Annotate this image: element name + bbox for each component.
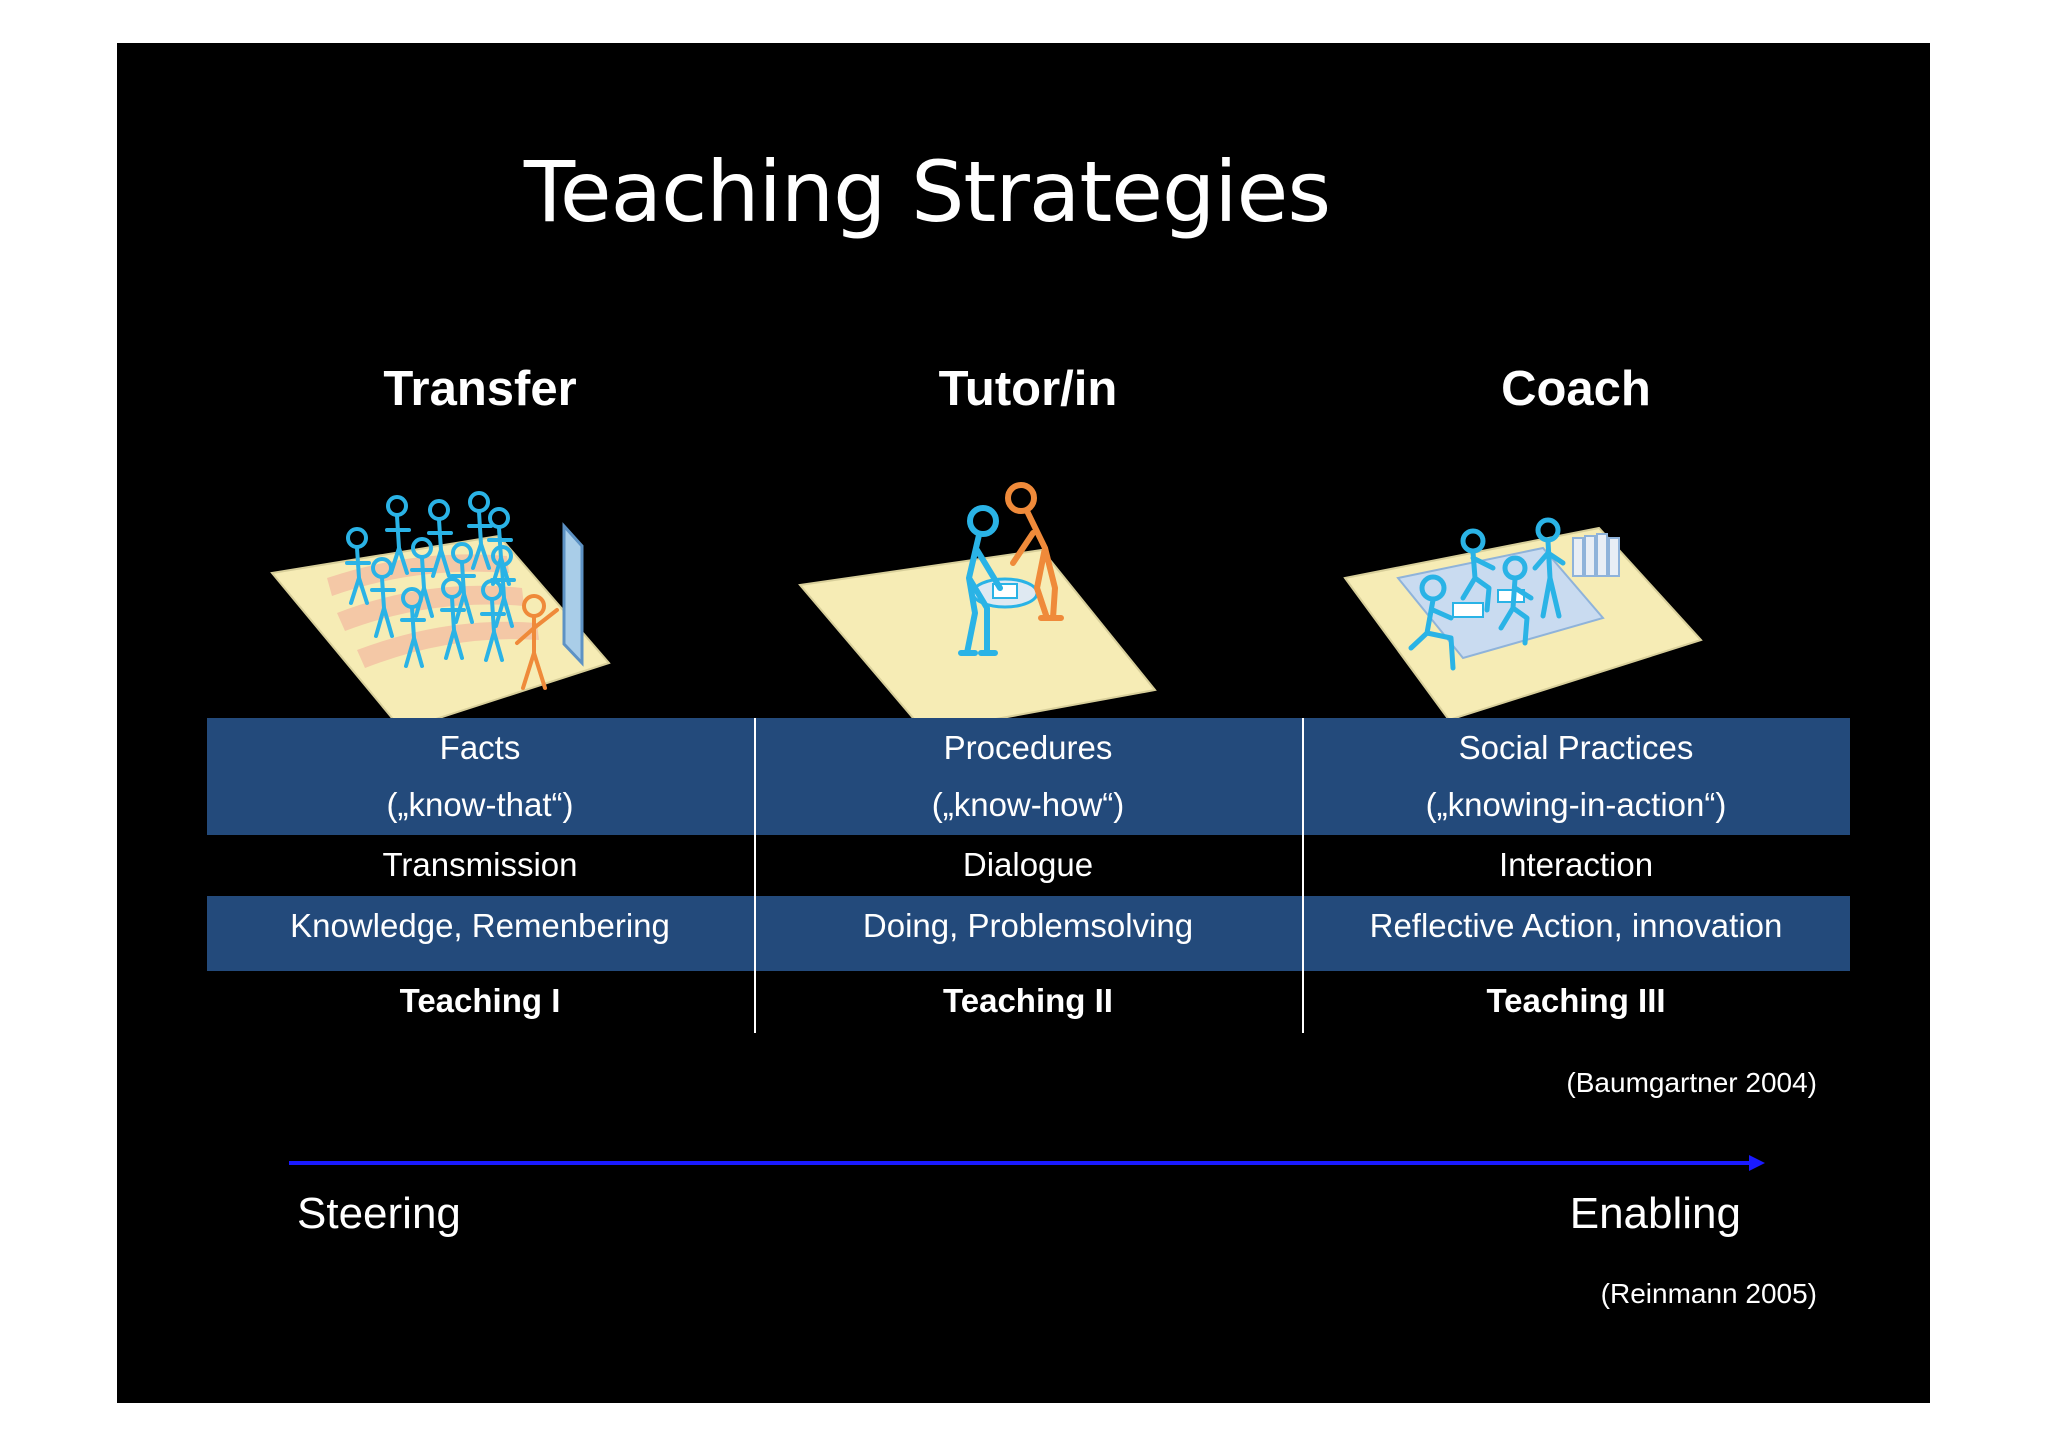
mode-tutor: Dialogue: [962, 846, 1094, 883]
knowledge-type-tutor: Procedures: [943, 729, 1113, 766]
knowledge-type-coach: Social Practices: [1458, 729, 1694, 766]
activity-coach: Reflective Action, innovation: [1369, 907, 1783, 944]
column-heading-transfer: Transfer: [383, 362, 577, 416]
knowledge-type-transfer: Facts: [439, 729, 521, 766]
knowledge-type-sub-transfer: („know-that“): [386, 786, 574, 823]
axis-end-label: Enabling: [1569, 1189, 1741, 1238]
knowledge-type-sub-tutor: („know-how“): [931, 786, 1125, 823]
column-divider: [754, 718, 756, 1033]
activity-tutor: Doing, Problemsolving: [862, 907, 1194, 944]
transfer-classroom-illustration: [270, 491, 611, 732]
level-coach: Teaching III: [1486, 982, 1666, 1019]
level-tutor: Teaching II: [943, 982, 1113, 1019]
steering-enabling-axis-arrow: [289, 1155, 1765, 1171]
activity-transfer: Knowledge, Remenbering: [290, 907, 670, 944]
mode-transfer: Transmission: [382, 846, 578, 883]
tutor-dialogue-illustration: [798, 482, 1157, 734]
activity-band: [207, 896, 1850, 971]
column-divider: [1302, 718, 1304, 1033]
citation-baumgartner: (Baumgartner 2004): [1566, 1067, 1817, 1098]
coach-interaction-illustration: [1343, 517, 1703, 722]
knowledge-type-sub-coach: („knowing-in-action“): [1425, 786, 1727, 823]
slide: Teaching Strategies Transfer Tutor/in Co…: [117, 43, 1930, 1403]
slide-title: Teaching Strategies: [523, 143, 1331, 241]
mode-coach: Interaction: [1498, 846, 1654, 883]
axis-start-label: Steering: [297, 1189, 461, 1238]
knowledge-type-band: [207, 718, 1850, 835]
column-heading-coach: Coach: [1501, 362, 1651, 416]
level-transfer: Teaching I: [399, 982, 561, 1019]
citation-reinmann: (Reinmann 2005): [1600, 1278, 1817, 1309]
column-heading-tutor: Tutor/in: [938, 362, 1118, 416]
